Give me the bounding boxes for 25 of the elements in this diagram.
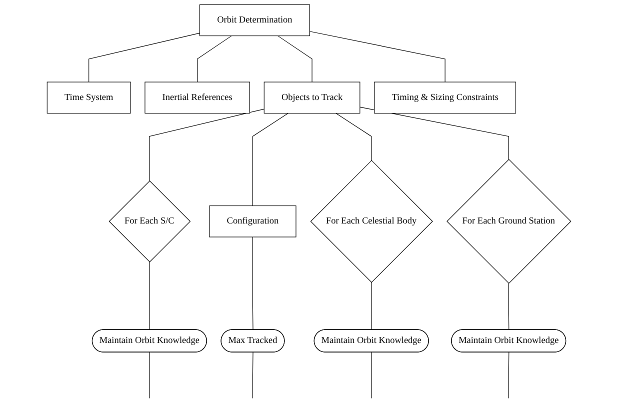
connector — [88, 32, 200, 82]
connector — [508, 352, 510, 399]
node-box: Configuration — [209, 206, 296, 238]
node-box: Orbit Determination — [199, 4, 310, 36]
connector — [336, 112, 372, 161]
node-diamond: For Each S/C — [108, 180, 191, 262]
connector — [252, 352, 254, 399]
node-box: Timing & Sizing Constraints — [374, 82, 516, 114]
node-diamond: For Each Celestial Body — [310, 160, 433, 283]
connector — [252, 112, 288, 206]
connector — [360, 106, 509, 160]
connector — [252, 236, 254, 330]
node-box: Inertial References — [144, 82, 250, 114]
connector — [149, 352, 150, 399]
connector — [149, 262, 150, 330]
node-box: Time System — [46, 82, 131, 114]
connector — [309, 31, 446, 82]
connector — [149, 108, 264, 182]
node-box: Objects to Track — [264, 82, 360, 114]
connector — [371, 352, 372, 399]
connector — [508, 283, 510, 330]
connector — [197, 36, 232, 82]
connector — [278, 36, 312, 82]
node-diamond: For Each Ground Station — [446, 159, 572, 284]
connector — [371, 282, 372, 330]
